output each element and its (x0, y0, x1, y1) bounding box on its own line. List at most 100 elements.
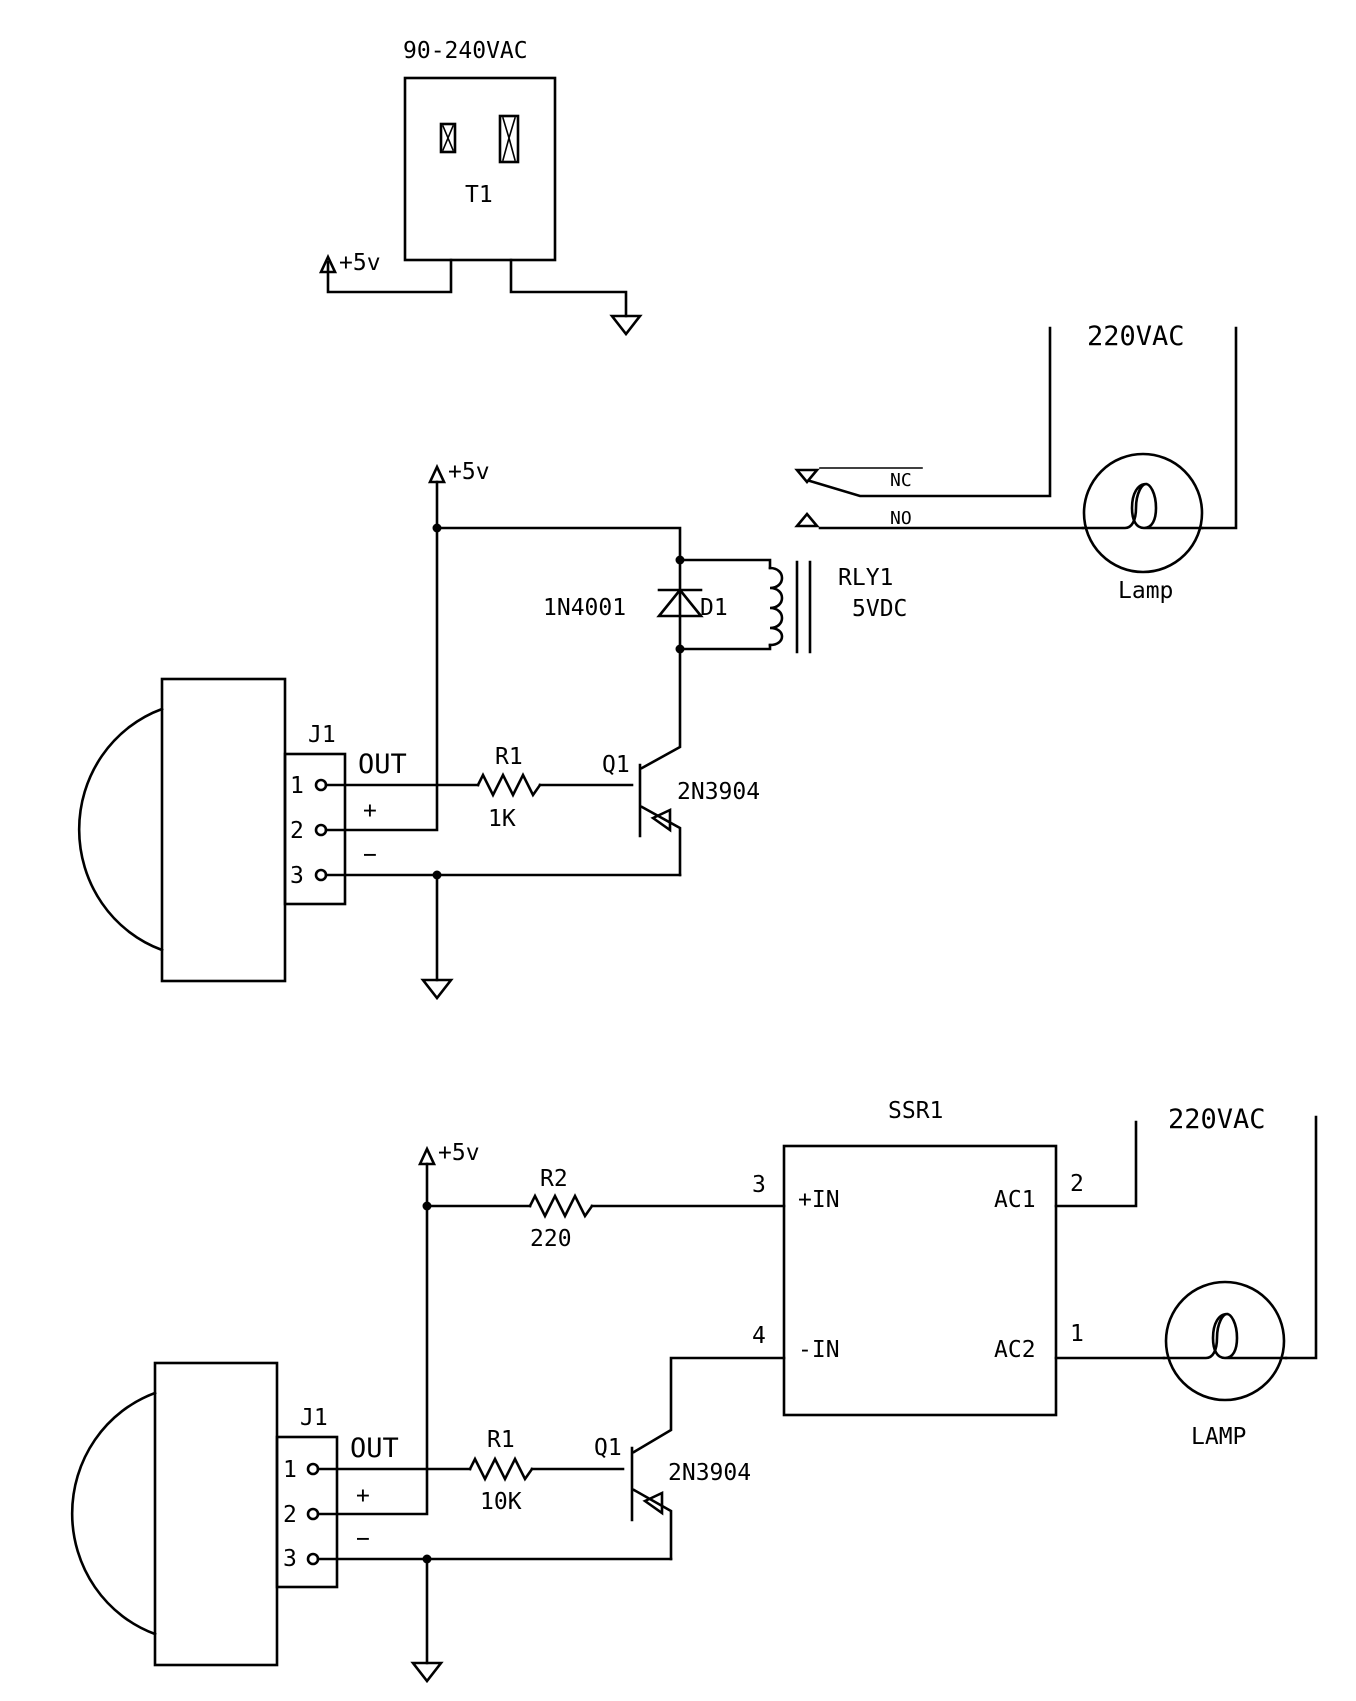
power-supply-section: 90-240VAC T1 +5v (318, 38, 643, 337)
collector-wire (632, 1356, 786, 1454)
relay-coil-icon (768, 566, 784, 647)
ssr-ac2-label: AC2 (994, 1337, 1036, 1363)
relay-ref-label: RLY1 (838, 565, 893, 591)
r1-value-label: 1K (488, 806, 516, 832)
diode-d1-icon (656, 587, 704, 618)
r1-ref-label: R1 (495, 744, 523, 770)
diode-ref-label: D1 (700, 595, 728, 621)
q1-part-label: 2N3904 (677, 779, 760, 805)
pir-sensor-body (153, 1361, 279, 1667)
j1-pin1-label: 1 (290, 773, 304, 799)
j1-pin1-label: 1 (283, 1457, 297, 1483)
lamp-filament-icon (1081, 482, 1204, 530)
pir-dome-icon (70, 1391, 157, 1636)
relay-core-icon (795, 560, 812, 654)
j1-pin3-label: 3 (283, 1546, 297, 1572)
emitter-arrow-icon (642, 1490, 664, 1516)
adapter-ref-label: T1 (465, 182, 493, 208)
input-voltage-label: 90-240VAC (403, 38, 528, 64)
lamp-label: LAMP (1191, 1424, 1246, 1450)
ssr1-body (782, 1144, 1058, 1417)
r2-value-label: 220 (530, 1226, 572, 1252)
pin-terminal-icon (314, 823, 328, 837)
ssr-ref-label: SSR1 (888, 1098, 943, 1124)
minus-label: − (363, 842, 377, 868)
pir-sensor-body (160, 677, 287, 983)
ssr-pin4-label: 4 (752, 1323, 766, 1349)
mains-label: 220VAC (1168, 1104, 1266, 1135)
relay-supply-wire (435, 526, 682, 651)
power-adapter-body (403, 76, 557, 262)
resistor-r2-icon (528, 1193, 594, 1219)
j1-ref-label: J1 (308, 722, 336, 748)
vcc-wire (316, 1204, 429, 1516)
ssr-circuit-section: J1 1 2 3 OUT + − R1 10K +5v R2 220 SSR1 … (70, 1098, 1318, 1684)
r1-value-label: 10K (480, 1489, 522, 1515)
j1-pin2-label: 2 (283, 1502, 297, 1528)
plus-label: + (363, 798, 377, 824)
vcc-label: +5v (339, 250, 381, 276)
relay-rating-label: 5VDC (852, 596, 907, 622)
no-label: NO (890, 508, 912, 529)
r1-ref-label: R1 (487, 1427, 515, 1453)
ground-output-wire (509, 258, 628, 318)
ssr-pin1-label: 1 (1070, 1321, 1084, 1347)
lamp-filament-icon (1162, 1312, 1288, 1360)
vcc-arrow-icon (318, 253, 338, 274)
lamp-return-wire (1284, 1115, 1318, 1360)
nc-label: NC (890, 470, 912, 491)
lamp-bulb-icon (1082, 452, 1204, 574)
q1-ref-label: Q1 (602, 752, 630, 778)
pin-terminal-icon (306, 1552, 320, 1566)
vcc-arrow-icon (417, 1145, 437, 1166)
diode-part-label: 1N4001 (543, 595, 626, 621)
vcc-label: +5v (448, 459, 490, 485)
lamp-bulb-icon (1164, 1280, 1286, 1402)
vcc-label: +5v (438, 1140, 480, 1166)
minus-label: − (356, 1526, 370, 1552)
ground-icon (609, 314, 643, 337)
plug-prong-icon (439, 122, 457, 154)
ac1-wire (1054, 1120, 1138, 1208)
emitter-arrow-icon (650, 807, 672, 833)
vcc-output-wire (326, 258, 453, 294)
emitter-wire (632, 1488, 673, 1561)
nc-wire (808, 326, 1052, 498)
no-contact-icon (794, 511, 820, 528)
ssr-in-minus-label: -IN (798, 1337, 840, 1363)
j1-ref-label: J1 (300, 1405, 328, 1431)
j1-pin3-label: 3 (290, 863, 304, 889)
vcc-wire (324, 526, 439, 832)
emitter-wire (640, 805, 682, 877)
j1-connector (275, 1435, 339, 1589)
pin-terminal-icon (314, 868, 328, 882)
pin-terminal-icon (306, 1462, 320, 1476)
q1-ref-label: Q1 (594, 1435, 622, 1461)
out-label: OUT (350, 1433, 399, 1464)
r2-ref-label: R2 (540, 1166, 568, 1192)
q1-part-label: 2N3904 (668, 1460, 751, 1486)
pin-terminal-icon (314, 778, 328, 792)
out-label: OUT (358, 749, 407, 780)
ground-icon (410, 1661, 444, 1684)
resistor-r1-icon (476, 772, 542, 798)
relay-circuit-section: J1 1 2 3 OUT + − R1 1K +5v 1N4001 D1 RLY… (77, 321, 1238, 1001)
ssr-pin3-label: 3 (752, 1172, 766, 1198)
resistor-r1-icon (468, 1456, 534, 1482)
ssr-ac1-label: AC1 (994, 1187, 1036, 1213)
pin-terminal-icon (306, 1507, 320, 1521)
lamp-label: Lamp (1118, 578, 1173, 604)
pir-dome-icon (77, 707, 164, 952)
lamp-return-wire (1200, 326, 1238, 530)
nc-contact-icon (794, 468, 820, 485)
coil-top-wire (678, 558, 772, 570)
j1-pin2-label: 2 (290, 818, 304, 844)
plug-prong-icon (498, 114, 520, 164)
ssr-in-plus-label: +IN (798, 1187, 840, 1213)
collector-wire (640, 647, 682, 770)
coil-bottom-wire (678, 643, 772, 651)
ssr-pin2-label: 2 (1070, 1171, 1084, 1197)
plus-label: + (356, 1483, 370, 1509)
vcc-arrow-icon (427, 463, 447, 484)
